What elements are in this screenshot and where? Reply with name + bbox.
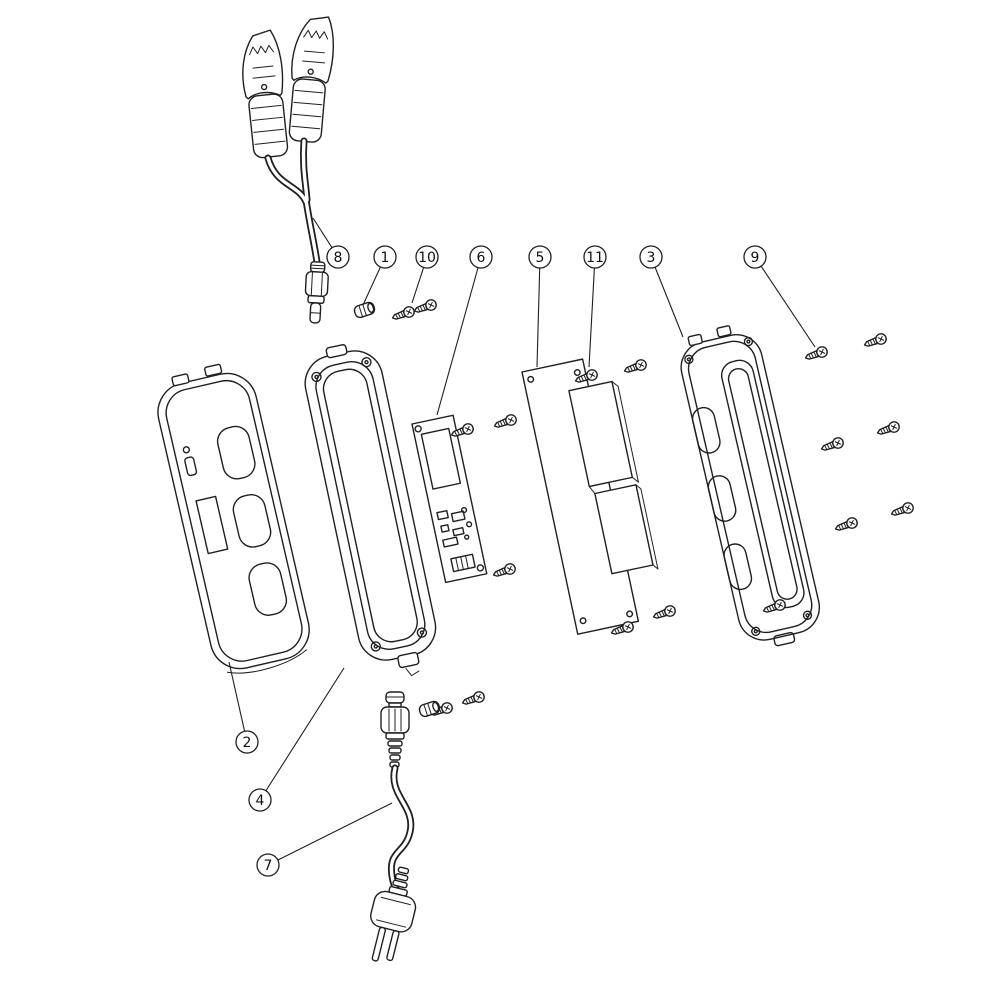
callout-3: 3: [639, 245, 684, 338]
small-pcb: [411, 414, 488, 584]
svg-text:11: 11: [586, 250, 604, 266]
battery-clamp-left: [242, 29, 289, 159]
svg-text:4: 4: [256, 793, 265, 809]
rear-housing: [680, 325, 821, 647]
callout-5: 5: [528, 245, 552, 368]
battery-clamp-right: [288, 16, 335, 143]
clamp-cable: [264, 137, 321, 266]
callout-2: 2: [228, 661, 259, 754]
svg-text:10: 10: [418, 250, 436, 266]
svg-text:3: 3: [647, 250, 656, 266]
svg-text:5: 5: [536, 250, 545, 266]
callout-8: 8: [312, 217, 350, 269]
svg-text:1: 1: [381, 250, 390, 266]
callout-1: 1: [362, 245, 397, 306]
callout-9: 9: [743, 245, 816, 348]
front-housing: [157, 363, 310, 674]
callout-11: 11: [583, 245, 607, 368]
svg-text:7: 7: [264, 858, 273, 874]
svg-text:2: 2: [243, 735, 252, 751]
callout-6: 6: [436, 245, 493, 416]
svg-text:8: 8: [334, 250, 343, 266]
svg-text:6: 6: [477, 250, 486, 266]
callout-10: 10: [411, 245, 439, 304]
dc-connector: [304, 261, 329, 324]
main-panel: [521, 358, 659, 635]
power-cord: [370, 691, 417, 962]
svg-text:9: 9: [751, 250, 760, 266]
mains-plug: [370, 866, 417, 962]
callout-4: 4: [248, 667, 345, 812]
middle-frame: [304, 344, 437, 677]
callout-7: 7: [256, 802, 393, 877]
